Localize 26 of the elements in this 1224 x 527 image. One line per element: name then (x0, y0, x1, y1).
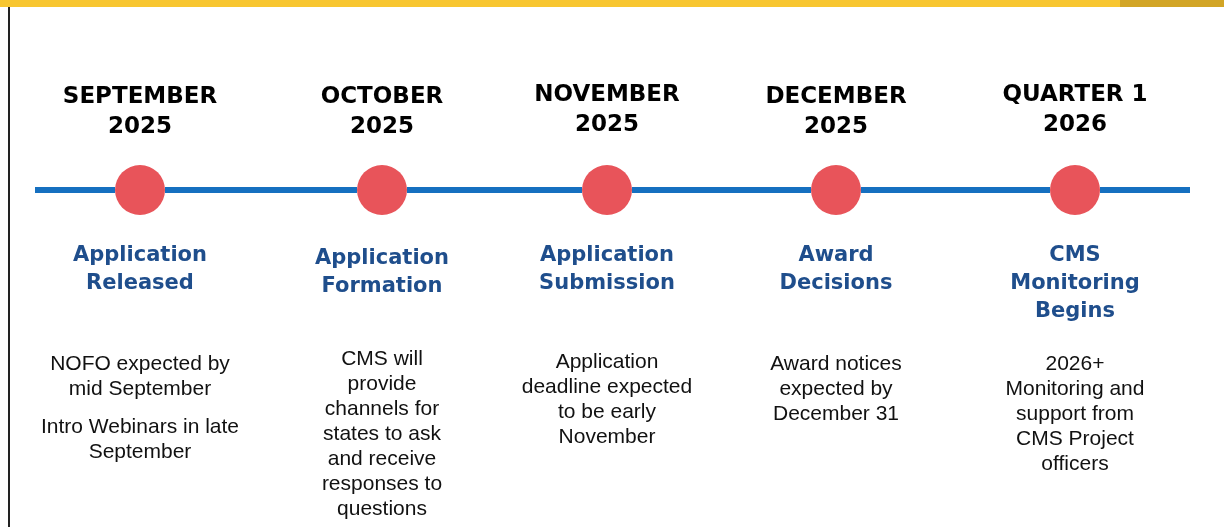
timeline-line (35, 187, 115, 193)
milestone-description: Award notices expected by December 31 (769, 350, 903, 425)
milestone-dot (1050, 165, 1100, 215)
milestone-title: Award Decisions (778, 241, 894, 296)
timeline-line (861, 187, 1050, 193)
date-heading: SEPTEMBER 2025 (61, 81, 219, 140)
milestone-title: CMS Monitoring Begins (1009, 241, 1141, 324)
milestone-title: Application Formation (314, 244, 450, 299)
milestone-dot (582, 165, 632, 215)
milestone-description: NOFO expected by mid September (49, 350, 231, 400)
milestone-title: Application Submission (538, 241, 676, 296)
milestone-title: Application Released (72, 241, 208, 296)
timeline-line (1100, 187, 1190, 193)
milestone-dot (357, 165, 407, 215)
timeline-line (632, 187, 811, 193)
milestone-dot (811, 165, 861, 215)
milestone-description: 2026+ Monitoring and support from CMS Project officers (1004, 350, 1146, 475)
milestone-description: Application deadline expected to be early November (520, 348, 694, 448)
milestone-description: CMS will provide channels for states to ask and receive responses to questions (320, 345, 444, 520)
milestone-dot (115, 165, 165, 215)
milestone-description: Intro Webinars in late September (39, 413, 240, 463)
timeline-line (407, 187, 582, 193)
date-heading: OCTOBER 2025 (319, 81, 445, 140)
date-heading: QUARTER 1 2026 (1001, 79, 1149, 138)
date-heading: NOVEMBER 2025 (533, 79, 681, 138)
date-heading: DECEMBER 2025 (764, 81, 908, 140)
